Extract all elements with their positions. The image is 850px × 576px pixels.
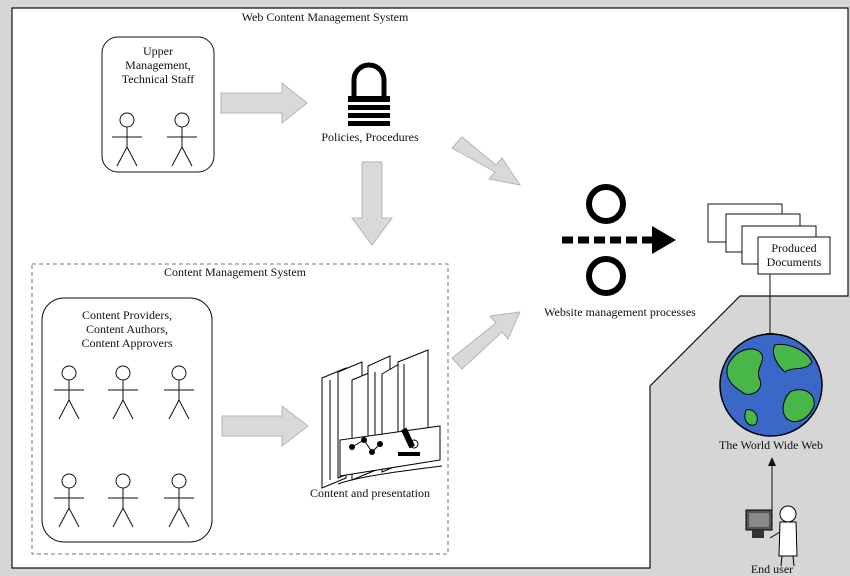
content-people-label: Content Providers, Content Authors, Cont…: [42, 308, 212, 350]
arrow-policies-to-cms: [351, 161, 393, 246]
arrow-management-to-policies: [220, 81, 308, 125]
wcms-boundary: [11, 7, 849, 569]
cms-title: Content Management System: [164, 265, 306, 279]
lock-icon: [348, 62, 390, 126]
produced-documents-line1: Produced: [771, 241, 817, 255]
arrow-content-to-processes: [451, 311, 521, 370]
arrow-policies-to-processes: [451, 136, 522, 186]
produced-documents-line2: Documents: [766, 255, 822, 269]
documents-icon: [707, 203, 831, 275]
management-label-line1: Upper: [143, 44, 173, 58]
produced-documents-label: Produced Documents: [758, 241, 830, 269]
management-label-line2: Management,: [125, 58, 191, 72]
content-presentation-label: Content and presentation: [310, 486, 430, 500]
books-icon: [321, 349, 443, 489]
content-people-label-line1: Content Providers,: [82, 308, 172, 322]
www-label: The World Wide Web: [719, 438, 823, 452]
management-label: Upper Management, Technical Staff: [102, 44, 214, 86]
end-user-label: End user: [750, 562, 794, 576]
content-people-label-line2: Content Authors,: [85, 322, 168, 336]
policies-label: Policies, Procedures: [321, 130, 419, 144]
content-people-label-line3: Content Approvers: [81, 336, 173, 350]
computer-user-icon: [745, 505, 798, 567]
rollers-icon: [562, 184, 676, 296]
wcms-title: Web Content Management System: [241, 10, 409, 24]
management-group-box: [101, 36, 215, 173]
arrow-people-to-content: [221, 404, 309, 448]
website-processes-label: Website management processes: [544, 305, 696, 319]
management-label-line3: Technical Staff: [121, 72, 195, 86]
cms-boundary: [31, 263, 449, 555]
content-people-group-box: [41, 297, 213, 543]
globe-icon: [719, 333, 823, 437]
